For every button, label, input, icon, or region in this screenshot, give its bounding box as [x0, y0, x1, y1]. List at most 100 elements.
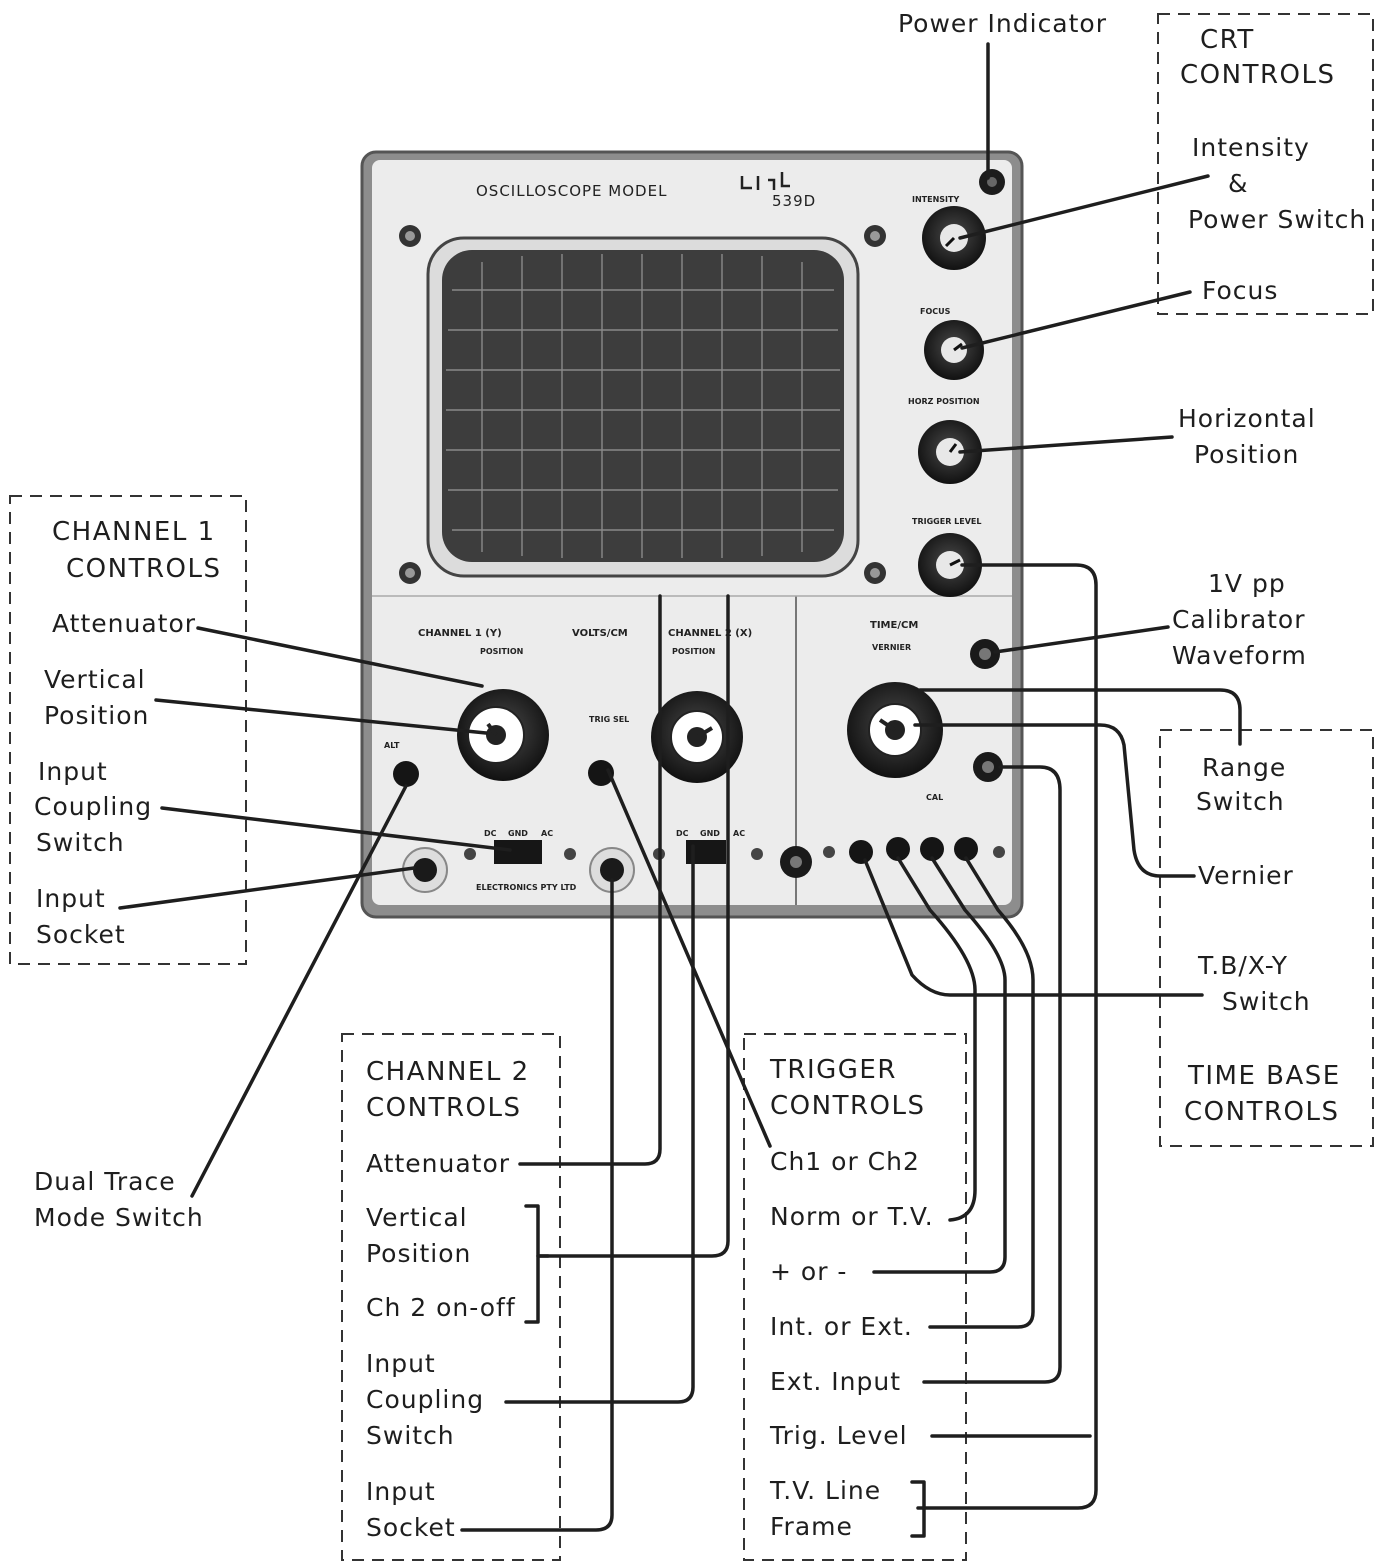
label-ch1-vertical-1: Vertical	[44, 665, 146, 694]
label-tbxy-2: Switch	[1222, 987, 1311, 1016]
label-ch2-gnd: GND	[700, 829, 720, 838]
label-ch2-vertical-2: Position	[366, 1239, 471, 1268]
label-ch1-attenuator: Attenuator	[52, 609, 196, 638]
label-ch2-dc: DC	[676, 829, 689, 838]
label-trig-sel: TRIG SEL	[589, 715, 629, 724]
label-trigger-level: TRIGGER LEVEL	[912, 517, 981, 526]
ext-trig-socket[interactable]	[973, 752, 1003, 782]
ch2-controls-title-2: CONTROLS	[366, 1093, 521, 1123]
label-focus: FOCUS	[920, 307, 951, 316]
focus-knob[interactable]	[924, 320, 984, 380]
label-range-2: Switch	[1196, 787, 1285, 816]
crt-controls-title-2: CONTROLS	[1180, 60, 1335, 90]
label-vernier-callout: Vernier	[1198, 861, 1294, 890]
label-norm-tv: Norm or T.V.	[770, 1202, 934, 1231]
ch2-input-socket[interactable]	[589, 847, 635, 893]
trigger-controls-title-2: CONTROLS	[770, 1091, 925, 1121]
range-switch-knob[interactable]	[847, 682, 943, 778]
crt-controls-box	[1157, 13, 1374, 315]
time-base-controls-box	[1159, 729, 1374, 1147]
graticule-grid	[446, 254, 840, 558]
ch1-controls-title-2: CONTROLS	[66, 554, 221, 584]
intensity-power-knob[interactable]	[922, 206, 986, 270]
label-ch1-or-ch2: Ch1 or Ch2	[770, 1147, 920, 1176]
label-tbxy-1: T.B/X-Y	[1197, 951, 1288, 980]
label-ch1-coupling-3: Switch	[36, 828, 125, 857]
panel-title: OSCILLOSCOPE MODEL	[476, 182, 667, 200]
label-ext-input: Ext. Input	[770, 1367, 901, 1396]
label-maker: ELECTRONICS PTY LTD	[476, 883, 577, 892]
screw-bottom-right	[864, 562, 886, 584]
ch2-attenuator-knob[interactable]	[651, 691, 743, 783]
label-channel-1: CHANNEL 1 (Y)	[418, 628, 502, 639]
label-intensity: INTENSITY	[912, 195, 959, 204]
label-int-ext: Int. or Ext.	[770, 1312, 913, 1341]
label-cal: CAL	[926, 793, 943, 802]
label-calibrator-2: Calibrator	[1172, 605, 1306, 634]
label-calibrator-3: Waveform	[1172, 641, 1307, 670]
label-dual-trace-2: Mode Switch	[34, 1203, 204, 1232]
label-plus-minus: + or -	[770, 1257, 847, 1286]
label-horizontal-position-2: Position	[1194, 440, 1299, 469]
label-ch2-attenuator: Attenuator	[366, 1149, 510, 1178]
power-indicator-lamp	[979, 169, 1005, 195]
dual-trace-mode-toggle[interactable]	[393, 761, 419, 787]
label-ch2-coupling-1: Input	[366, 1349, 436, 1378]
label-ch2-coupling-2: Coupling	[366, 1385, 484, 1414]
label-time-cm: TIME/CM	[870, 620, 918, 631]
horizontal-position-knob[interactable]	[918, 420, 982, 484]
plus-minus-toggle[interactable]	[920, 837, 944, 861]
label-ch1-coupling-1: Input	[38, 757, 108, 786]
label-trig-level: Trig. Level	[769, 1421, 908, 1450]
ground-terminal[interactable]	[780, 846, 812, 878]
label-ch1-coupling-2: Coupling	[34, 792, 152, 821]
ch1-attenuator-knob[interactable]	[457, 689, 549, 781]
label-tv-line: T.V. Line	[769, 1476, 881, 1505]
label-ch2-vertical-1: Vertical	[366, 1203, 468, 1232]
label-vernier: VERNIER	[872, 643, 911, 652]
label-focus-callout: Focus	[1202, 276, 1278, 305]
label-ch2-ac: AC	[733, 829, 745, 838]
ch2-controls-title-1: CHANNEL 2	[366, 1057, 530, 1087]
time-base-title-1: TIME BASE	[1187, 1061, 1341, 1091]
trigger-controls-title-1: TRIGGER	[769, 1055, 897, 1085]
label-alt: ALT	[384, 741, 400, 750]
label-intensity-3: Power Switch	[1188, 205, 1366, 234]
screw-top-right	[864, 225, 886, 247]
calibrator-socket[interactable]	[970, 639, 1000, 669]
label-ch2-position: POSITION	[672, 647, 715, 656]
crt-screen	[426, 236, 860, 578]
trig-sel-toggle[interactable]	[588, 760, 614, 786]
trigger-level-knob[interactable]	[918, 533, 982, 597]
label-calibrator-1: 1V pp	[1208, 569, 1286, 598]
label-ch1-ac: AC	[541, 829, 553, 838]
label-ch2-socket-1: Input	[366, 1477, 436, 1506]
ch1-input-socket[interactable]	[402, 847, 448, 893]
ch1-controls-title-1: CHANNEL 1	[52, 517, 216, 547]
label-frame: Frame	[770, 1512, 853, 1541]
label-ch1-gnd: GND	[508, 829, 528, 838]
label-ch1-socket-1: Input	[36, 884, 106, 913]
panel-model: 539D	[772, 192, 816, 210]
norm-tv-toggle[interactable]	[886, 837, 910, 861]
ch1-coupling-slider[interactable]	[494, 840, 542, 864]
label-ch1-vertical-2: Position	[44, 701, 149, 730]
label-horizontal-position-1: Horizontal	[1178, 404, 1316, 433]
tb-xy-toggle[interactable]	[849, 840, 873, 864]
label-ch2-coupling-3: Switch	[366, 1421, 455, 1450]
label-dual-trace-1: Dual Trace	[34, 1167, 176, 1196]
crt-controls-title-1: CRT	[1200, 25, 1255, 55]
trigger-controls-box	[743, 1033, 967, 1561]
label-ch1-position: POSITION	[480, 647, 523, 656]
int-ext-toggle[interactable]	[954, 837, 978, 861]
label-horz-position: HORZ POSITION	[908, 397, 980, 406]
label-intensity-1: Intensity	[1192, 133, 1310, 162]
label-power-indicator: Power Indicator	[898, 9, 1107, 38]
label-range-1: Range	[1202, 753, 1286, 782]
screw-top-left	[399, 225, 421, 247]
channel-2-controls-box	[341, 1033, 561, 1561]
brand-logo	[740, 172, 790, 190]
label-channel-2: CHANNEL 2 (X)	[668, 628, 752, 639]
label-ch1-socket-2: Socket	[36, 920, 126, 949]
